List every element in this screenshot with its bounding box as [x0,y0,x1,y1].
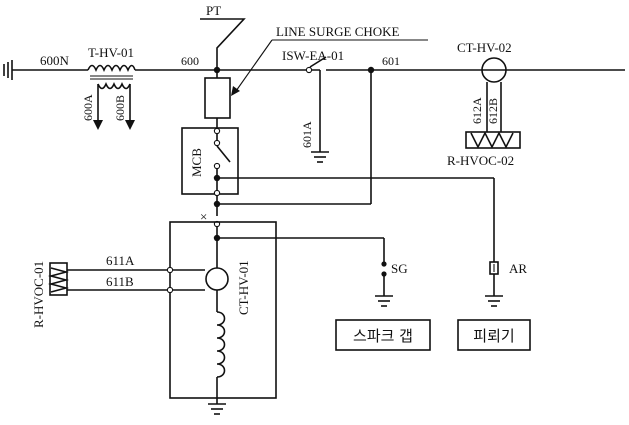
node-600A-label: 600A [81,94,95,121]
transformer-t-hv-01 [87,64,136,130]
ct-hv-01-label: CT-HV-01 [236,260,251,315]
surge-choke-leader [235,39,273,92]
pt-label: PT [206,3,221,18]
surge-choke-label: LINE SURGE CHOKE [276,24,400,39]
spark-gap-label-box [335,319,431,351]
node-612A-label: 612A [470,97,484,124]
isolation-switch [305,56,329,163]
left-ground-symbol [3,60,13,80]
relay-r-hvoc-01 [47,262,205,296]
node-611A-label: 611A [106,253,135,268]
node-601-label: 601 [382,54,400,68]
ct-hv-01-enclosure [169,221,277,399]
surge-choke-arrowhead [231,86,240,96]
ct-hv-02-label: CT-HV-02 [457,40,512,55]
node-611B-label: 611B [106,274,134,289]
spark-gap-korean-label: 스파크 갭 [353,327,413,345]
mcb-breaker [181,127,239,216]
r-hvoc-01-label: R-HVOC-01 [31,261,46,328]
node-600N-label: 600N [40,53,70,68]
cross-mark: × [200,209,207,224]
arrester [485,178,503,307]
line-surge-choke [204,70,231,135]
node-612B-label: 612B [486,98,500,124]
transformer-t-hv-01-label: T-HV-01 [88,45,134,60]
sg-label: SG [391,261,408,276]
ct-hv-02 [481,57,507,132]
ar-label: AR [509,261,527,276]
ct-hv-01 [205,267,229,415]
pt-symbol [200,18,246,70]
r-hvoc-02-label: R-HVOC-02 [447,153,514,168]
mcb-label: MCB [189,148,204,177]
isw-ea-01-label: ISW-EA-01 [282,48,344,63]
arrester-korean-label: 피뢰기 [473,327,514,345]
arrester-label-box [457,319,531,351]
spark-gap [375,238,393,307]
node-600-label: 600 [181,54,199,68]
node-601A-label: 601A [300,121,314,148]
node-600B-label: 600B [113,95,127,121]
relay-r-hvoc-02 [465,131,521,149]
